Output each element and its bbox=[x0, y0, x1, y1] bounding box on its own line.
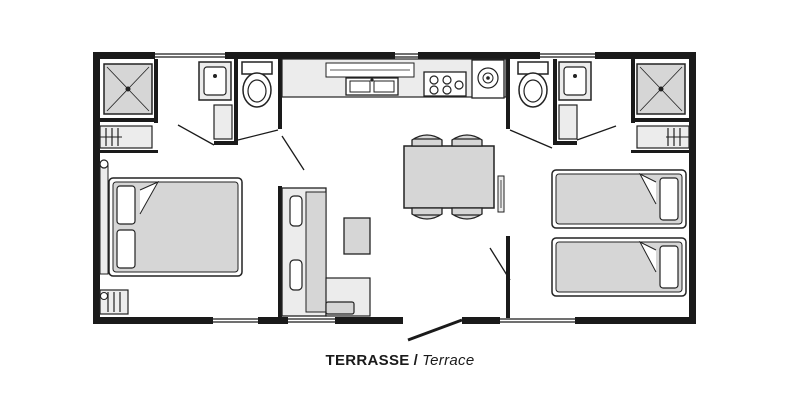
shower-left bbox=[103, 63, 153, 115]
coffee-table bbox=[343, 217, 371, 255]
terrace-label-fr: TERRASSE bbox=[325, 352, 410, 369]
single-bed-right-bottom bbox=[551, 237, 687, 297]
double-bed-left bbox=[108, 177, 243, 277]
window-lines bbox=[155, 53, 595, 323]
outer-walls bbox=[93, 52, 696, 324]
radiator-bedroom-left bbox=[99, 289, 129, 315]
dining-table bbox=[403, 145, 495, 209]
shower-right bbox=[636, 63, 686, 115]
stove bbox=[423, 71, 467, 97]
cabinet-right bbox=[558, 104, 578, 140]
cabinet-left bbox=[213, 104, 233, 140]
nightstand-lamp-left bbox=[99, 159, 109, 169]
sink-left bbox=[198, 61, 232, 101]
dining-chairs bbox=[411, 134, 483, 220]
kitchen-sink bbox=[345, 77, 399, 96]
wardrobe-left bbox=[99, 163, 109, 275]
toilet-right bbox=[517, 61, 549, 108]
entrance-door[interactable] bbox=[407, 318, 463, 342]
radiator-left bbox=[99, 125, 153, 149]
interior-walls bbox=[100, 59, 689, 320]
caption-separator: / bbox=[413, 352, 419, 369]
ottoman bbox=[325, 301, 355, 315]
toilet-left bbox=[241, 61, 273, 108]
sink-right bbox=[558, 61, 592, 101]
door-swings bbox=[177, 124, 617, 281]
fridge bbox=[471, 59, 505, 99]
terrace-label-en: Terrace bbox=[422, 352, 475, 369]
single-bed-right-top bbox=[551, 169, 687, 229]
terrace-caption: TERRASSE/Terrace bbox=[0, 352, 800, 369]
wall-heater bbox=[497, 175, 505, 213]
sofa-bench bbox=[281, 187, 327, 317]
radiator-right bbox=[636, 125, 690, 149]
